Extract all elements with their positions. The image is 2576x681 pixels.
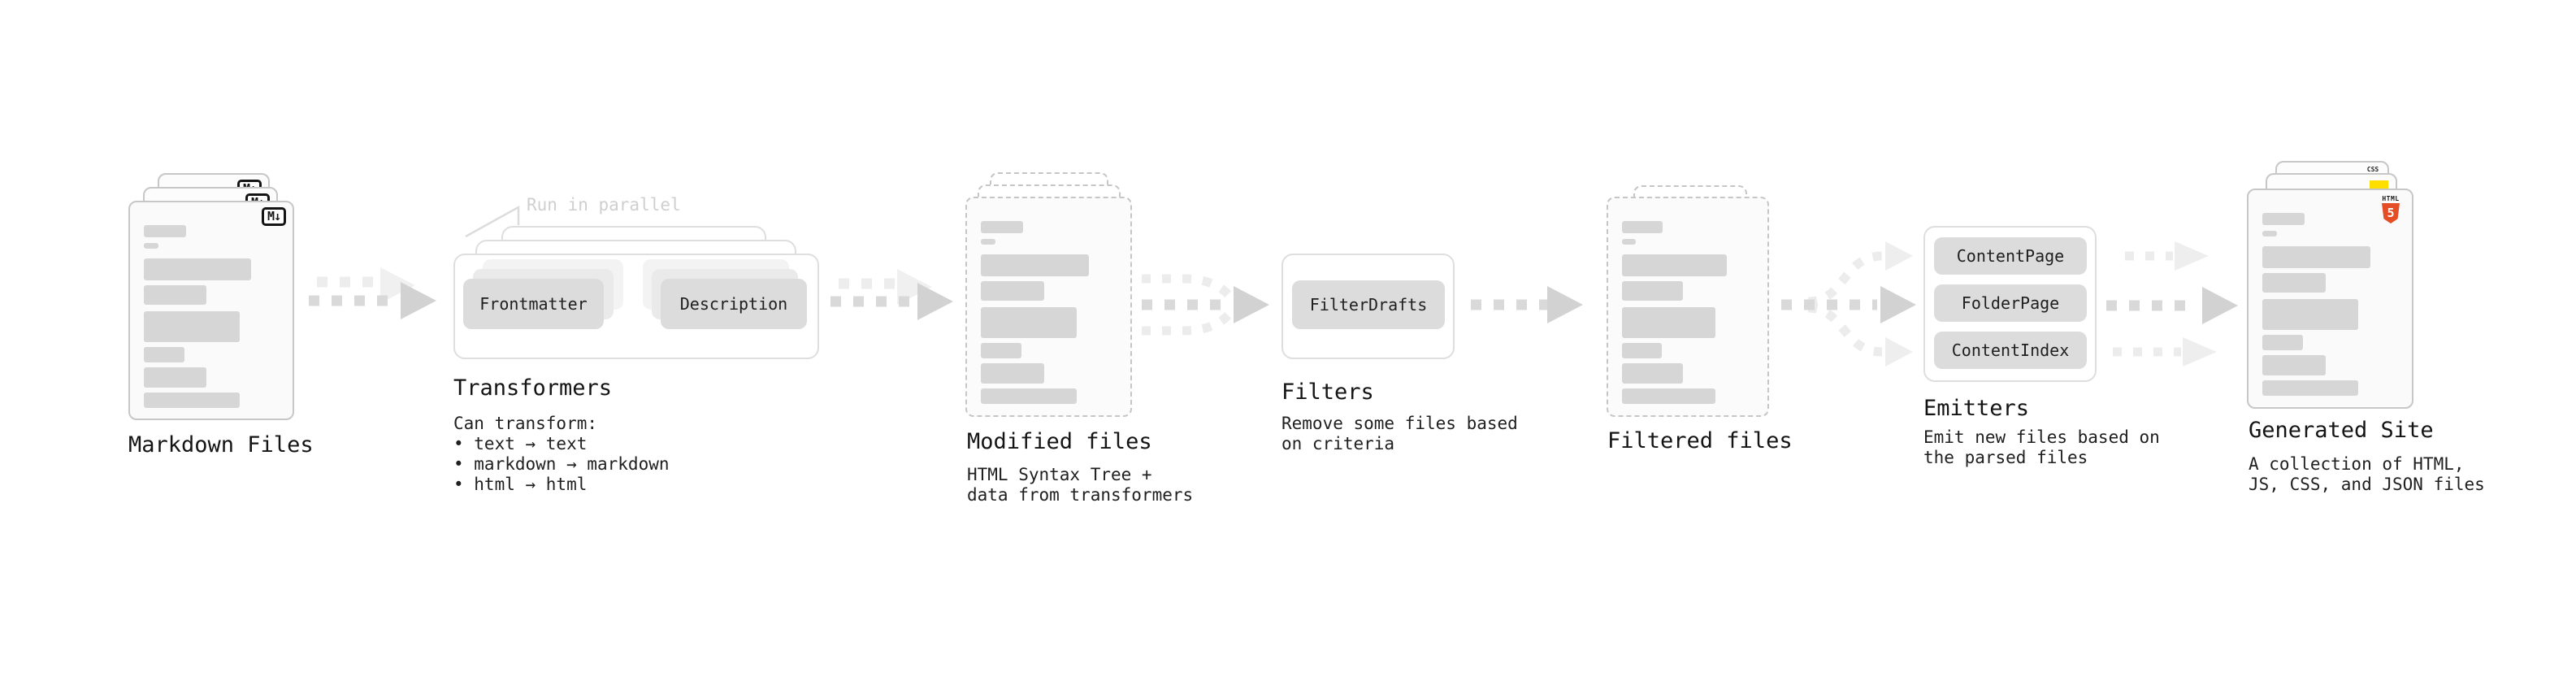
file-content-placeholder [1622, 221, 1750, 404]
file-card: M↓ [128, 201, 294, 420]
file-content-placeholder [2262, 213, 2394, 396]
arrow-modified-to-filters [1142, 274, 1269, 336]
arrow-markdown-to-transformers [309, 267, 436, 319]
file-content-placeholder [981, 221, 1112, 404]
js-icon [2370, 180, 2388, 189]
emitter-box-contentindex: ContentIndex [1934, 332, 2087, 369]
stage-description: Emit new files based on the parsed files [1923, 427, 2160, 467]
transformer-box-frontmatter: Frontmatter [463, 279, 604, 329]
filter-box-filterdrafts: FilterDrafts [1292, 280, 1445, 329]
file-card [1607, 197, 1769, 417]
stage-description: Remove some files based on criteria [1281, 414, 1518, 453]
stage-description: A collection of HTML, JS, CSS, and JSON … [2249, 454, 2485, 494]
run-in-parallel-leader-line [465, 205, 520, 238]
emitter-box-folderpage: FolderPage [1934, 284, 2087, 322]
arrow-filtered-to-emitters [1781, 241, 1916, 367]
emitter-box-contentpage: ContentPage [1934, 237, 2087, 275]
html5-icon: HTML 5 [2381, 195, 2400, 223]
stage-description: Can transform: • text → text • markdown … [453, 414, 670, 494]
arrow-transformers-to-modified [830, 269, 953, 320]
stage-title: Filters [1281, 380, 1374, 405]
stage-title: Markdown Files [128, 432, 314, 458]
stage-title: Filtered files [1607, 428, 1793, 453]
run-in-parallel-label: Run in parallel [527, 195, 681, 215]
arrow-emitters-to-site [2106, 241, 2238, 367]
transformer-box-description: Description [661, 279, 807, 329]
stage-title: Transformers [453, 375, 613, 401]
markdown-icon: M↓ [261, 207, 286, 226]
file-content-placeholder [144, 225, 275, 408]
stage-title: Modified files [967, 429, 1152, 454]
stage-title: Emitters [1923, 396, 2030, 421]
arrow-filters-to-filtered [1471, 286, 1583, 323]
stage-description: HTML Syntax Tree + data from transformer… [967, 465, 1194, 505]
file-card: HTML 5 [2247, 189, 2413, 409]
file-card [965, 197, 1132, 417]
stage-title: Generated Site [2249, 418, 2434, 443]
